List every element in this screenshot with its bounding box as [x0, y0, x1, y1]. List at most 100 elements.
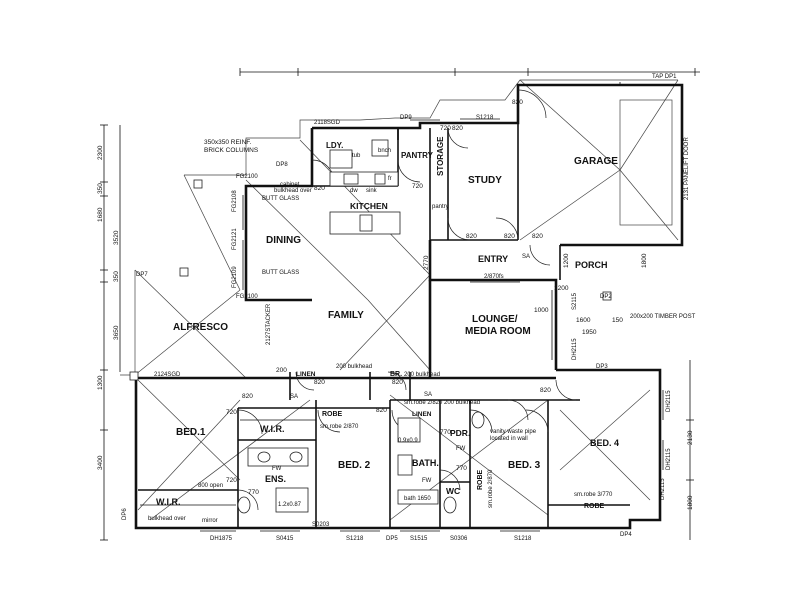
window-fg2121: FG2121 — [232, 228, 238, 250]
window-dp9: DP9 — [400, 115, 412, 121]
dim-2130: 2130 — [687, 430, 694, 445]
note-shower-800: 800 open — [198, 483, 223, 489]
door-720-d: 720 — [440, 125, 451, 132]
window-s1218-a: S1218 — [346, 536, 364, 542]
note-brick-columns-2: BRICK COLUMNS — [204, 147, 259, 154]
note-butt-glass-bottom: BUTT GLASS — [262, 270, 299, 276]
room-linen-hall: LINEN — [296, 371, 316, 378]
door-720: 720 — [412, 183, 423, 190]
room-bed1: BED.1 — [176, 427, 206, 438]
door-2770: 2770 — [423, 255, 430, 270]
top-dimension-line — [239, 68, 700, 76]
room-robe-bed4: ROBE — [584, 503, 605, 510]
door-820-f: 820 — [466, 233, 477, 240]
door-770-b: 770 — [440, 429, 451, 436]
note-fw-3: FW — [456, 446, 466, 452]
room-linen-bath: LINEN — [412, 411, 432, 418]
note-sa-hall: SA — [424, 392, 432, 398]
room-study: STUDY — [468, 175, 502, 186]
room-pdr: PDR. — [450, 428, 470, 438]
dim-1800b: 1800 — [687, 495, 694, 510]
dim-3400: 3400 — [97, 455, 104, 470]
window-dh2115-b: DH2115 — [666, 448, 672, 470]
room-dining: DINING — [266, 235, 301, 246]
door-820-d: 820 — [504, 233, 515, 240]
window-fg2100-bottom: FG2100 — [236, 294, 258, 300]
room-kitchen: KITCHEN — [350, 201, 388, 211]
note-sm-robe-bed2: sm.robe 2/870 — [320, 424, 359, 430]
dim-350: 350 — [97, 183, 104, 194]
note-butt-glass-top: BUTT GLASS — [262, 196, 299, 202]
door-820-a: 820 — [314, 185, 325, 192]
window-s0306: S0306 — [450, 536, 468, 542]
note-timber-post: 200x200 TIMBER POST — [630, 314, 696, 320]
window-dp2: DP2 — [600, 294, 612, 300]
note-bath-1650: bath 1650 — [404, 496, 431, 502]
note-sa-entry: SA — [522, 254, 530, 260]
bath-fixtures — [397, 411, 485, 514]
window-fg2108: FG2108 — [232, 190, 238, 212]
door-820-c: 820 — [452, 125, 463, 132]
door-1000: 1000 — [534, 307, 549, 314]
door-820-k: 820 — [540, 387, 551, 394]
window-s1218-study: S1218 — [476, 115, 494, 121]
note-bench: bnch — [378, 148, 391, 154]
note-sm-robe-hall: sm.robe 2/820 — [404, 400, 443, 406]
door-1200: 1200 — [563, 253, 570, 268]
room-wc: WC — [446, 486, 460, 496]
dim-1300: 1300 — [97, 375, 104, 390]
door-820-h: 820 — [376, 407, 387, 414]
note-tub: tub — [352, 153, 361, 159]
door-720-c: 720 — [226, 477, 237, 484]
room-pantry: PANTRY — [401, 151, 434, 160]
window-dh2115-c: DH2115 — [572, 338, 578, 360]
note-cabinet-1: cabinet — [280, 182, 300, 188]
note-sm-robe-bed4: sm.robe 3/770 — [574, 492, 613, 498]
door-820-b: 820 — [512, 99, 523, 106]
window-s0415: S0415 — [276, 536, 294, 542]
note-brick-columns-1: 350x350 REINF. — [204, 139, 252, 146]
note-bulkhead-family: 200 bulkhead — [336, 364, 372, 370]
window-dp4: DP4 — [620, 532, 632, 538]
dim-3520: 3520 — [113, 230, 120, 245]
note-vanity-waste-2: located in wall — [490, 436, 528, 442]
dim-1600: 1600 — [576, 317, 591, 324]
kitchen-island — [329, 211, 401, 235]
room-bath: BATH. — [412, 458, 439, 468]
wir-fixtures — [140, 419, 316, 506]
window-tap-dp1: TAP DP1 — [652, 74, 677, 80]
dim-350b: 350 — [113, 271, 120, 282]
window-2124sgd: 2124SGD — [154, 372, 181, 378]
door-820-g: 820 — [242, 393, 253, 400]
window-s0203: S0203 — [312, 522, 330, 528]
note-sa-bed1: SA — [290, 394, 298, 400]
note-dw: dw — [350, 188, 358, 194]
room-storage: STORAGE — [436, 136, 445, 176]
note-sm-robe-bed3: sm.robe 2/870 — [488, 469, 494, 508]
note-fw-1: FW — [272, 466, 282, 472]
room-ens: ENS. — [265, 474, 286, 484]
window-dh2115-a: DH2115 — [666, 390, 672, 412]
note-fw-2: FW — [422, 478, 432, 484]
note-wir-bulkhead: bulkhead over — [148, 516, 186, 522]
room-lounge-line2: MEDIA ROOM — [465, 326, 531, 337]
note-panelift-door: 2131 PANELIFT DOOR — [684, 137, 690, 200]
dim-3650: 3650 — [113, 325, 120, 340]
door-1200b: 1200 — [554, 285, 569, 292]
door-820-i: 820 — [314, 379, 325, 386]
door-770-c: 770 — [456, 465, 467, 472]
dim-1680: 1680 — [97, 207, 104, 222]
room-porch: PORCH — [575, 260, 608, 270]
roof-lines — [120, 79, 679, 521]
left-dimension-line — [100, 124, 121, 541]
window-2118sgd: 2118SGD — [314, 120, 341, 126]
door-200: 200 — [276, 367, 287, 374]
note-pantry: pantry — [432, 204, 449, 210]
window-fg2109: FG2109 — [232, 266, 238, 288]
window-s2115: S2115 — [572, 292, 578, 310]
room-family: FAMILY — [328, 310, 364, 321]
room-garage: GARAGE — [574, 156, 618, 167]
note-sink: sink — [366, 188, 378, 194]
kitchen-bench — [329, 171, 399, 187]
